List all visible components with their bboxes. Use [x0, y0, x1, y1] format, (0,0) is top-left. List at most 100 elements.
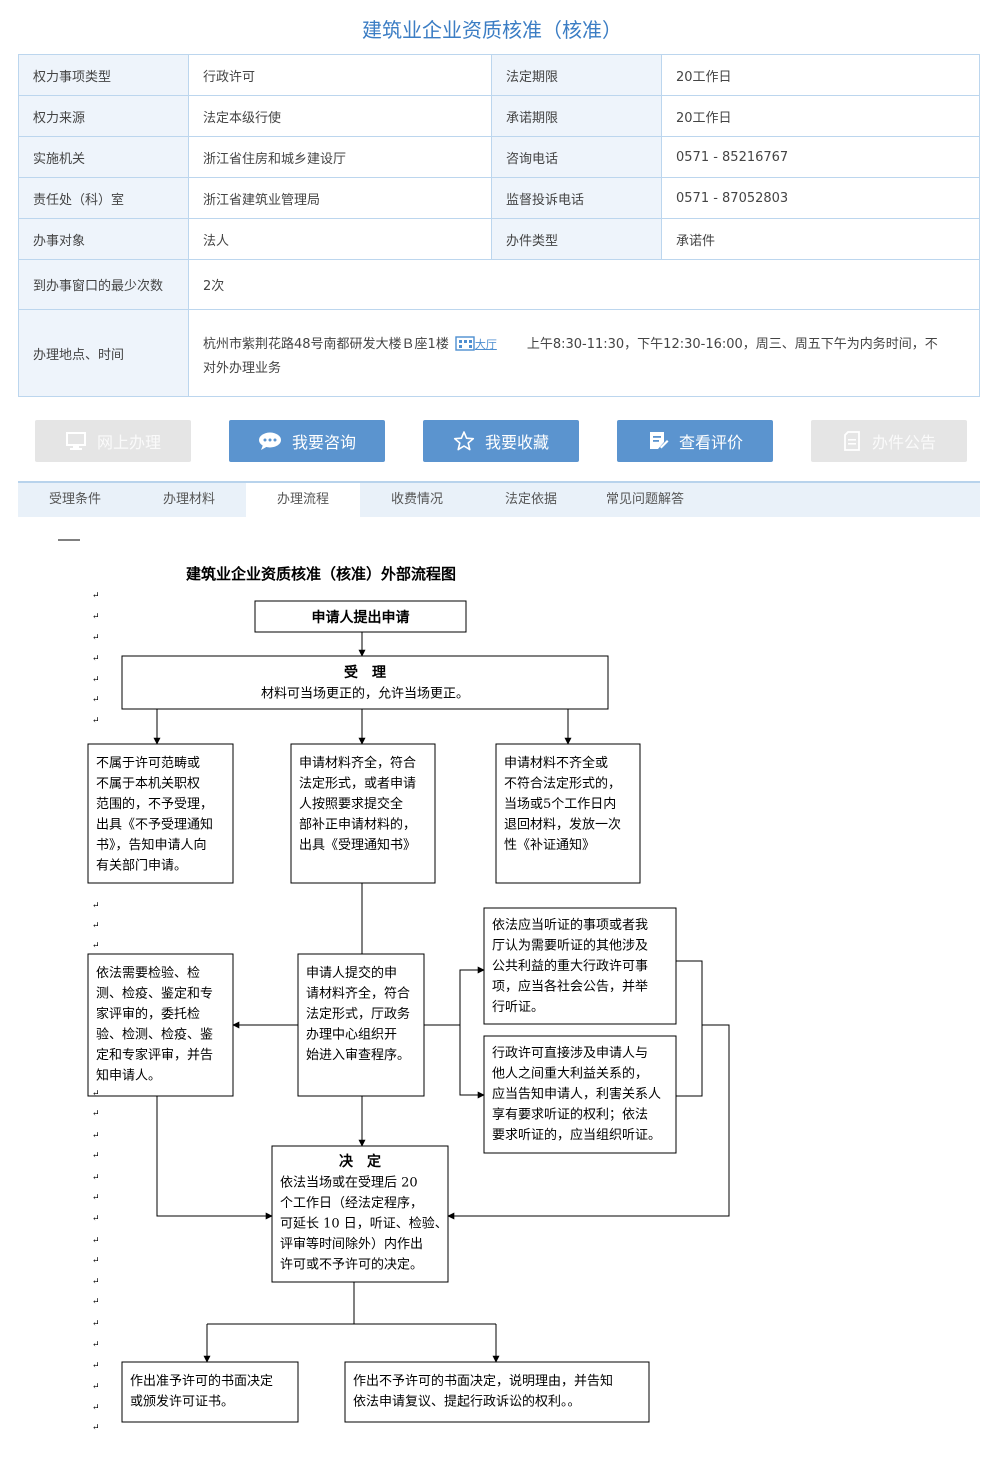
tab-faq[interactable]: 常见问题解答 [605, 492, 684, 507]
decide-box-line: 许可或不予许可的决定。 [280, 1257, 423, 1273]
supplement-box-line: 不符合法定形式的， [504, 776, 621, 792]
building-icon [455, 336, 475, 351]
notice-button[interactable]: 办件公告 [811, 420, 967, 462]
review-icon [649, 432, 669, 449]
hearing2-box-line: 享有要求听证的权利；依法 [492, 1107, 648, 1123]
tab-fees[interactable]: 收费情况 [390, 492, 443, 507]
reject-box: 不属于许可范畴或不属于本机关职权范围的，不予受理，出具《不予受理通知书》，告知申… [87, 743, 234, 884]
table-row: 办事对象 法人 办件类型 承诺件 [18, 218, 980, 260]
flow-connector [676, 960, 703, 1097]
field-label: 办理地点、时间 [18, 309, 189, 397]
supplement-box-frame [495, 743, 641, 884]
accepted-box-line: 法定形式，或者申请 [299, 777, 416, 792]
accept-box-title: 受 理 [344, 664, 386, 681]
hearing2-box: 行政许可直接涉及申请人与他人之间重大利益关系的，应当告知申请人，利害关系人享有要… [483, 1035, 677, 1154]
review-box-line: 始进入审查程序。 [306, 1048, 410, 1063]
apply-box: 申请人提出申请 [254, 600, 467, 633]
online-handle-button[interactable]: 网上办理 [35, 420, 191, 462]
paragraph-mark: ↵ [92, 1193, 100, 1203]
field-label: 承诺期限 [491, 95, 662, 137]
deny-box-line: 作出不予许可的书面决定，说明理由，并告知 [353, 1373, 613, 1389]
field-label: 到办事窗口的最少次数 [18, 259, 189, 310]
inspect-box: 依法需要检验、检测、检疫、鉴定和专家评审的，委托检验、检测、检疫、鉴定和专家评审… [87, 953, 234, 1097]
star-icon [453, 431, 475, 451]
inspect-box-frame [87, 953, 234, 1097]
paragraph-mark: ↵ [92, 695, 100, 705]
hearing1-box-line: 依法应当听证的事项或者我 [492, 917, 648, 933]
supplement-box-line: 当场或5个工作日内 [504, 796, 616, 812]
paragraph-mark: ↵ [92, 612, 100, 622]
monitor-icon [65, 432, 86, 450]
flow-connector [447, 1024, 730, 1220]
hearing2-box-line: 行政许可直接涉及申请人与 [492, 1045, 648, 1061]
info-table: 权力事项类型 行政许可 法定期限 20工作日 权力来源 法定本级行使 承诺期限 … [18, 54, 980, 397]
deny-box-line: 依法申请复议、提起行政诉讼的权利。。 [353, 1394, 581, 1410]
button-label: 查看评价 [678, 433, 743, 452]
tab-legal-basis[interactable]: 法定依据 [504, 492, 557, 507]
field-value: 2次 [188, 259, 980, 310]
paragraph-mark: ↵ [92, 633, 100, 643]
favorite-button[interactable]: 我要收藏 [423, 420, 579, 462]
consult-button[interactable]: 我要咨询 [229, 420, 385, 462]
apply-box-frame [254, 600, 467, 633]
paragraph-mark: ↵ [92, 901, 100, 911]
grant-box-frame [121, 1361, 299, 1423]
paragraph-mark: ↵ [92, 1151, 100, 1161]
button-label: 网上办理 [96, 433, 161, 452]
paragraph-mark: ↵ [92, 1173, 100, 1183]
hours-text: 上午8:30-11:30，下午12:30-16:00，周三、周五下午为内务时间，… [526, 337, 938, 352]
tab-materials[interactable]: 办理材料 [162, 492, 215, 507]
field-value: 法人 [188, 218, 492, 260]
paragraph-mark: ↵ [92, 1109, 100, 1119]
table-row: 到办事窗口的最少次数 2次 [18, 259, 980, 310]
apply-box-line: 申请人提出申请 [312, 609, 410, 626]
hall-link[interactable]: 大厅 [455, 333, 497, 357]
hearing2-box-line: 要求听证的，应当组织听证。 [492, 1127, 661, 1143]
reject-box-line: 书》，告知申请人向 [96, 837, 207, 853]
field-value: 杭州市紫荆花路48号南都研发大楼Ｂ座1楼大厅上午8:30-11:30，下午12:… [188, 309, 980, 397]
paragraph-mark: ↵ [92, 1277, 100, 1287]
accepted-box-line: 部补正申请材料的， [299, 817, 416, 833]
hall-label: 大厅 [474, 338, 497, 351]
field-value: 行政许可 [188, 54, 492, 96]
hearing1-box-line: 项，应当各社会公告，并举 [492, 979, 648, 995]
page-title: 建筑业企业资质核准（核准） [362, 18, 622, 42]
grant-box-line: 作出准予许可的书面决定 [130, 1373, 273, 1389]
hearing2-box-line: 应当告知申请人，利害关系人 [492, 1086, 661, 1102]
chat-icon [258, 432, 281, 450]
tab-process[interactable]: 办理流程 [246, 483, 360, 517]
paragraph-mark: ↵ [92, 1340, 100, 1350]
field-label: 权力来源 [18, 95, 189, 137]
inspect-box-line: 测、检疫、鉴定和专 [96, 986, 213, 1002]
paragraph-mark: ↵ [92, 1214, 100, 1224]
tab-conditions[interactable]: 受理条件 [48, 492, 101, 507]
field-value: 浙江省建筑业管理局 [188, 177, 492, 219]
decide-box-line: 可延长 10 日，听证、检验、 [280, 1216, 448, 1232]
decide-box-line: 个工作日（经法定程序， [280, 1196, 423, 1211]
decide-box-title: 决 定 [339, 1153, 381, 1170]
field-label: 办件类型 [491, 218, 662, 260]
field-label: 责任处（科）室 [18, 177, 189, 219]
paragraph-mark: ↵ [92, 921, 100, 931]
flow-connector [424, 966, 485, 1026]
flow-title: 建筑业企业资质核准（核准）外部流程图 [186, 565, 456, 583]
field-label: 法定期限 [491, 54, 662, 96]
paragraph-mark: ↵ [92, 1131, 100, 1141]
inspect-box-line: 依法需要检验、检 [96, 965, 200, 981]
reject-box-line: 有关部门申请。 [96, 859, 187, 874]
supplement-box: 申请材料不齐全或不符合法定形式的，当场或5个工作日内退回材料，发放一次性《补证通… [495, 743, 641, 884]
paragraph-mark: ↵ [92, 1382, 100, 1392]
field-value: 20工作日 [661, 54, 980, 96]
button-label: 办件公告 [871, 433, 936, 452]
flow-connector [156, 1096, 273, 1220]
reject-box-line: 出具《不予受理通知 [96, 817, 213, 833]
view-review-button[interactable]: 查看评价 [617, 420, 773, 462]
table-row: 责任处（科）室 浙江省建筑业管理局 监督投诉电话 0571 - 87052803 [18, 177, 980, 219]
hearing2-box-frame [483, 1035, 677, 1154]
hearing1-box-line: 厅认为需要听证的其他涉及 [492, 938, 648, 954]
